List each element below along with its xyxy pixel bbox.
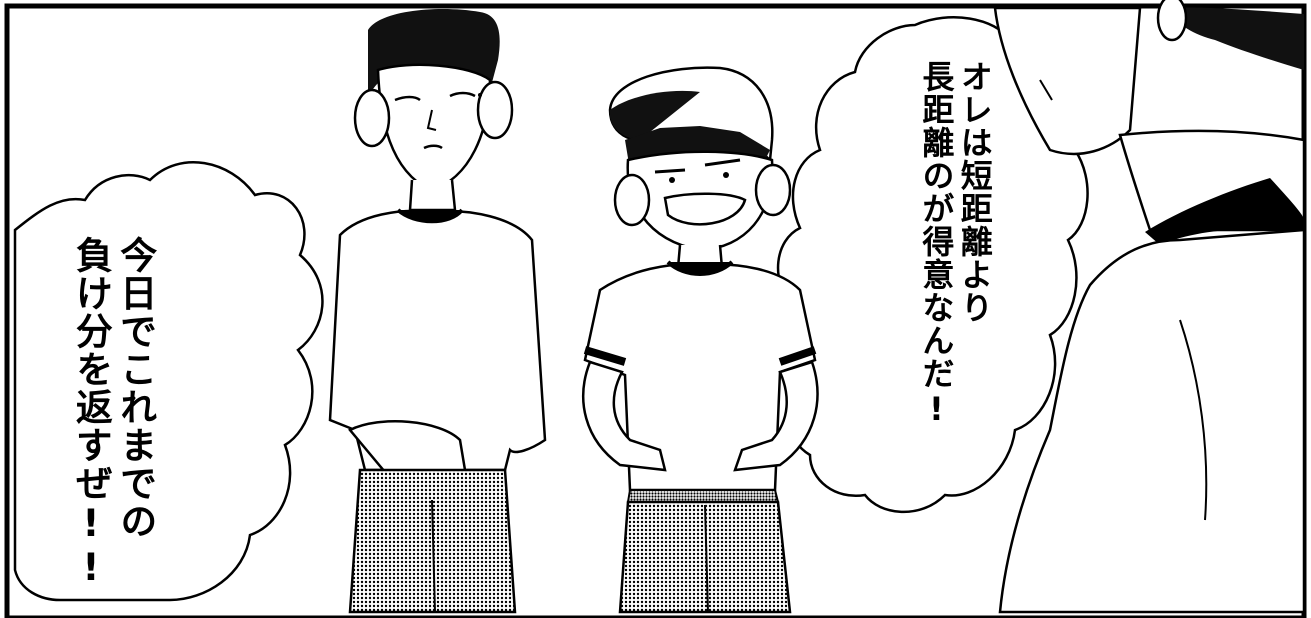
right-bubble-line-1: オレは短距離より — [955, 60, 994, 324]
foreground-boy-figure — [993, 0, 1306, 614]
left-speech-bubble — [13, 161, 324, 602]
right-bubble-text: オレは短距離より 長距離のが得意なんだ! — [917, 60, 994, 429]
left-bubble-text: 今日でこれまでの 負け分を返すぜ!! — [68, 236, 157, 590]
left-bubble-line-1: 今日でこれまでの — [113, 236, 157, 540]
cap-boy-figure — [582, 66, 819, 614]
left-bubble-line-2: 負け分を返すぜ!! — [69, 236, 113, 590]
right-bubble-line-2: 長距離のが得意なんだ! — [917, 60, 956, 429]
tall-boy-figure — [328, 9, 547, 614]
